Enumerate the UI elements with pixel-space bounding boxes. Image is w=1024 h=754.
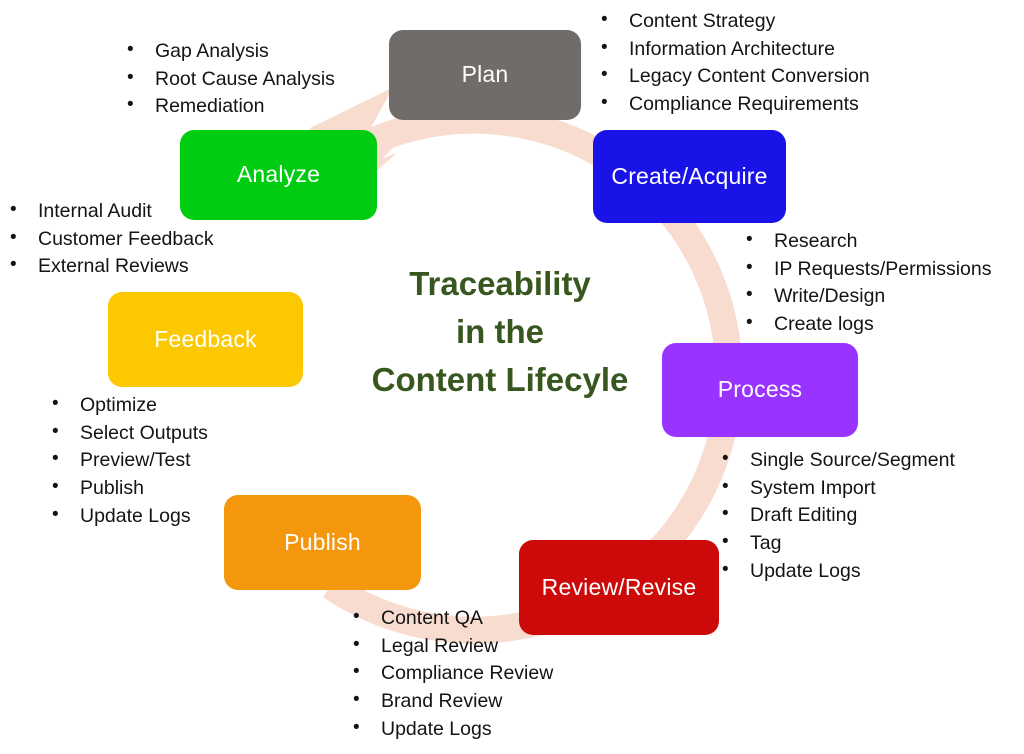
bullet-group-process: Single Source/Segment System Import Draf… (717, 446, 955, 586)
list-item: Tag (717, 529, 955, 558)
bullet-group-create-acquire: Research IP Requests/Permissions Write/D… (741, 227, 991, 339)
list-item: IP Requests/Permissions (741, 255, 991, 284)
list-item: Optimize (47, 391, 208, 420)
list-item: System Import (717, 474, 955, 503)
list-item: Preview/Test (47, 446, 208, 475)
list-item: Publish (47, 474, 208, 503)
list-item: Information Architecture (596, 35, 870, 64)
stage-box-plan[interactable]: Plan (389, 30, 581, 120)
list-item: Update Logs (348, 715, 553, 744)
list-item: Root Cause Analysis (122, 65, 335, 94)
bullet-group-publish: Optimize Select Outputs Preview/Test Pub… (47, 391, 208, 531)
list-item: Research (741, 227, 991, 256)
list-item: External Reviews (5, 252, 214, 281)
list-item: Content QA (348, 604, 553, 633)
list-item: Gap Analysis (122, 37, 335, 66)
stage-box-analyze[interactable]: Analyze (180, 130, 377, 220)
page-title: Traceability in the Content Lifecyle (330, 260, 670, 404)
list-item: Brand Review (348, 687, 553, 716)
bullet-group-analyze: Gap Analysis Root Cause Analysis Remedia… (122, 37, 335, 121)
stage-label-review-revise: Review/Revise (541, 573, 697, 600)
stage-box-publish[interactable]: Publish (224, 495, 421, 590)
stage-box-process[interactable]: Process (662, 343, 858, 437)
list-item: Select Outputs (47, 419, 208, 448)
stage-label-feedback: Feedback (154, 325, 257, 352)
stage-label-analyze: Analyze (236, 161, 321, 188)
bullet-group-plan: Content Strategy Information Architectur… (596, 7, 870, 119)
list-item: Customer Feedback (5, 225, 214, 254)
title-line-2: in the (456, 312, 544, 350)
stage-label-publish: Publish (284, 528, 361, 555)
list-item: Update Logs (47, 502, 208, 531)
list-item: Write/Design (741, 282, 991, 311)
list-item: Remediation (122, 92, 335, 121)
list-item: Internal Audit (5, 197, 214, 226)
bullet-group-review-revise: Content QA Legal Review Compliance Revie… (348, 604, 553, 744)
bullet-group-feedback: Internal Audit Customer Feedback Externa… (5, 197, 214, 281)
stage-box-create-acquire[interactable]: Create/Acquire (593, 130, 786, 223)
list-item: Compliance Review (348, 659, 553, 688)
title-line-3: Content Lifecyle (371, 360, 629, 398)
list-item: Create logs (741, 310, 991, 339)
list-item: Draft Editing (717, 501, 955, 530)
list-item: Legacy Content Conversion (596, 62, 870, 91)
list-item: Legal Review (348, 632, 553, 661)
list-item: Content Strategy (596, 7, 870, 36)
stage-label-plan: Plan (461, 61, 509, 88)
list-item: Compliance Requirements (596, 90, 870, 119)
title-line-1: Traceability (409, 265, 591, 302)
stage-box-feedback[interactable]: Feedback (108, 292, 303, 387)
stage-label-create-acquire: Create/Acquire (611, 162, 768, 189)
list-item: Single Source/Segment (717, 446, 955, 475)
list-item: Update Logs (717, 557, 955, 586)
stage-label-process: Process (717, 376, 803, 403)
